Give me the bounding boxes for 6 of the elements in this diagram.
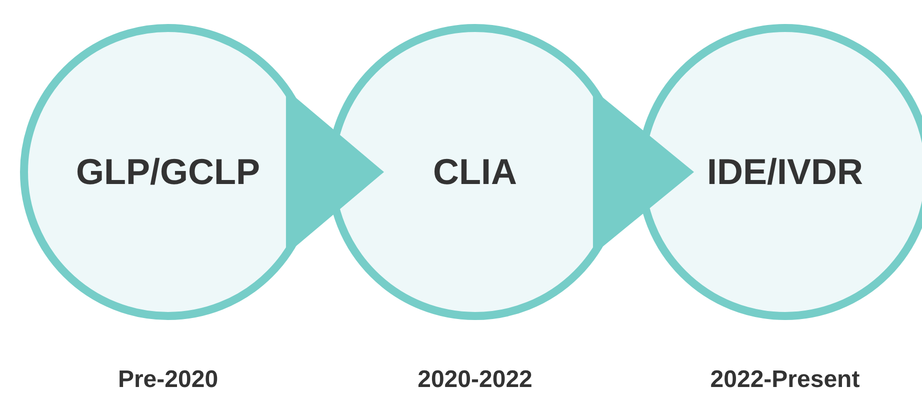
period-label: Pre-2020 xyxy=(118,366,218,394)
period-label: 2022-Present xyxy=(710,366,860,394)
stage-label: CLIA xyxy=(433,151,517,193)
period-label: 2020-2022 xyxy=(418,366,532,394)
stage-label: GLP/GCLP xyxy=(76,151,260,193)
stage-label: IDE/IVDR xyxy=(706,151,864,193)
